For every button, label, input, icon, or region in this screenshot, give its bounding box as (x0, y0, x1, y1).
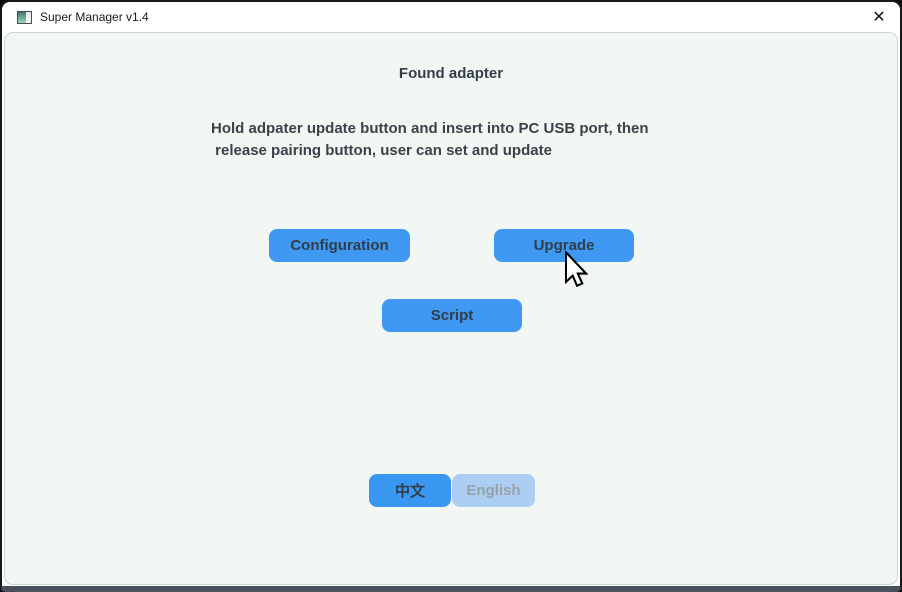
app-icon-light-part (25, 11, 31, 23)
close-button[interactable]: ✕ (864, 4, 894, 30)
app-icon-teal-part (18, 11, 26, 23)
window-title: Super Manager v1.4 (40, 10, 149, 24)
upgrade-button[interactable]: Upgrade (494, 229, 634, 262)
app-icon (17, 10, 32, 24)
content-area: Found adapter Hold adpater update button… (4, 32, 898, 585)
title-bar: Super Manager v1.4 ✕ (2, 2, 900, 32)
configuration-button[interactable]: Configuration (269, 229, 410, 262)
language-english-button[interactable]: English (452, 474, 535, 507)
instructions-text: Hold adpater update button and insert in… (211, 120, 649, 159)
language-chinese-button[interactable]: 中文 (369, 474, 451, 507)
close-icon: ✕ (872, 9, 886, 26)
page-title: Found adapter (398, 65, 504, 82)
script-button[interactable]: Script (382, 299, 522, 332)
